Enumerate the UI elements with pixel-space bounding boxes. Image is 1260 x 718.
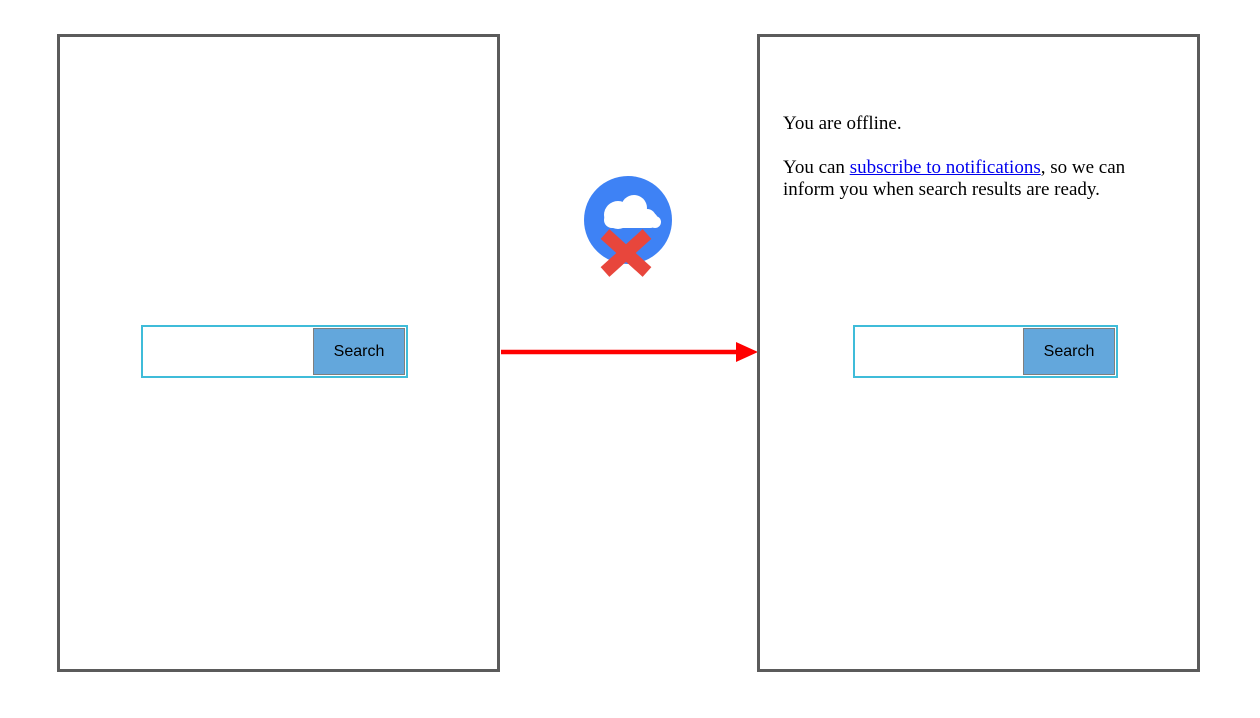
offline-x-icon — [600, 229, 652, 277]
search-form: Search — [141, 325, 408, 378]
sentence-after-link: , so we can inform you when search resul… — [783, 157, 1126, 200]
sentence-before-link: You can — [783, 157, 850, 178]
search-form: Search — [853, 325, 1118, 378]
left-device-frame: Search — [57, 34, 500, 672]
subscribe-to-notifications-link[interactable]: subscribe to notifications — [849, 157, 1041, 178]
search-button[interactable]: Search — [1023, 328, 1115, 375]
flow-arrow-icon — [501, 342, 758, 362]
cloud-glyph — [604, 195, 661, 229]
offline-message-block: You are offline. You can subscribe to no… — [760, 37, 1197, 223]
search-input[interactable] — [856, 328, 1023, 375]
search-button[interactable]: Search — [313, 328, 405, 375]
right-device-frame: You are offline. You can subscribe to no… — [757, 34, 1200, 672]
notification-sentence: You can subscribe to notifications, so w… — [783, 157, 1172, 201]
offline-status-text: You are offline. — [783, 113, 902, 134]
offline-cloud-icon — [584, 176, 672, 277]
cloud-base — [604, 212, 658, 228]
search-input[interactable] — [144, 328, 313, 375]
